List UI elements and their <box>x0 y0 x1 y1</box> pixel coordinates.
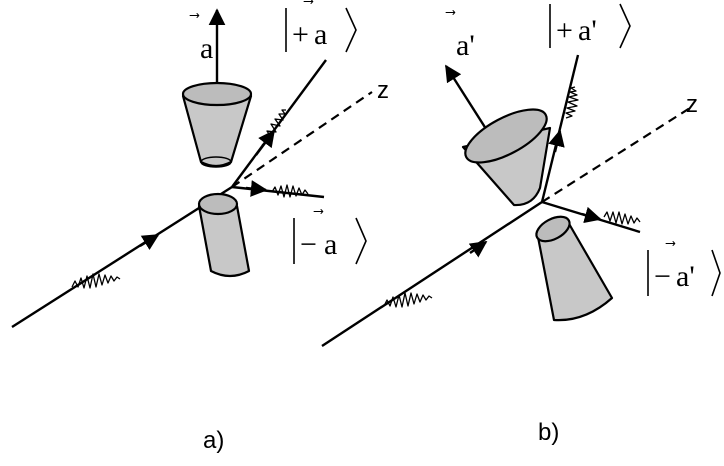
lower-magnet-cone-a <box>197 192 251 278</box>
ket-minus-vec-mark-a: ⃗ <box>313 209 324 214</box>
ket-minus-vec-a: a <box>324 228 337 261</box>
ket-minus-b: − a' ⃗ <box>647 241 721 297</box>
incoming-beam-b <box>321 200 543 348</box>
axis-vec-mark-b: ⃗ <box>445 10 456 15</box>
upper-beam-arrow-b <box>548 129 565 153</box>
ket-minus-a: − a ⃗ <box>293 209 367 265</box>
lower-magnet-cone-b <box>535 215 614 322</box>
ket-plus-vec-a: a <box>314 18 327 51</box>
ket-minus-sign-b: − <box>654 260 671 293</box>
axis-label-b: a' <box>456 29 475 62</box>
upper-wave-packet-a <box>261 109 286 146</box>
upper-magnet-cone-a <box>181 81 253 168</box>
ket-minus-vec-mark-b: ⃗ <box>665 241 676 246</box>
caption-a: a) <box>203 427 224 454</box>
incoming-beam-a <box>11 185 233 329</box>
ket-plus-a: + a ⃗ <box>285 0 357 53</box>
axis-a-prime-arrow <box>444 64 490 133</box>
lower-wave-packet-a <box>271 184 309 198</box>
ket-minus-sign-a: − <box>300 228 317 261</box>
z-axis-b <box>541 107 691 203</box>
ket-plus-b: + a' ⃗ <box>549 3 631 49</box>
incoming-wave-packet-b <box>383 292 433 308</box>
z-label-a: z <box>377 77 389 104</box>
upper-magnet-cone-b <box>461 108 552 207</box>
lower-beam-arrow-b <box>581 206 602 224</box>
z-axis-a <box>231 91 373 188</box>
caption-b: b) <box>538 419 559 446</box>
ket-plus-vec-b: a' <box>578 14 597 47</box>
axis-vec-mark-a: ⃗ <box>189 13 200 18</box>
ket-minus-vec-b: a' <box>676 260 695 293</box>
upper-wave-packet-b <box>565 86 579 119</box>
ket-plus-vec-mark-a: ⃗ <box>303 0 314 4</box>
lower-wave-packet-b <box>603 211 641 225</box>
z-label-b: z <box>686 91 698 118</box>
axis-label-a: a <box>200 32 213 65</box>
incoming-beam-arrow-a <box>139 233 160 251</box>
incoming-beam-arrow-b <box>468 241 488 258</box>
panel-b: a' ⃗ + a' ⃗ − a' ⃗ z b) <box>321 3 721 446</box>
incoming-wave-packet-a <box>71 273 121 289</box>
lower-beam-arrow-a <box>245 180 268 197</box>
ket-plus-sign-a: + <box>292 18 309 51</box>
panel-a: a ⃗ + a ⃗ − a ⃗ z a) <box>11 0 389 454</box>
upper-beam-b <box>540 54 580 203</box>
ket-plus-sign-b: + <box>556 14 573 47</box>
